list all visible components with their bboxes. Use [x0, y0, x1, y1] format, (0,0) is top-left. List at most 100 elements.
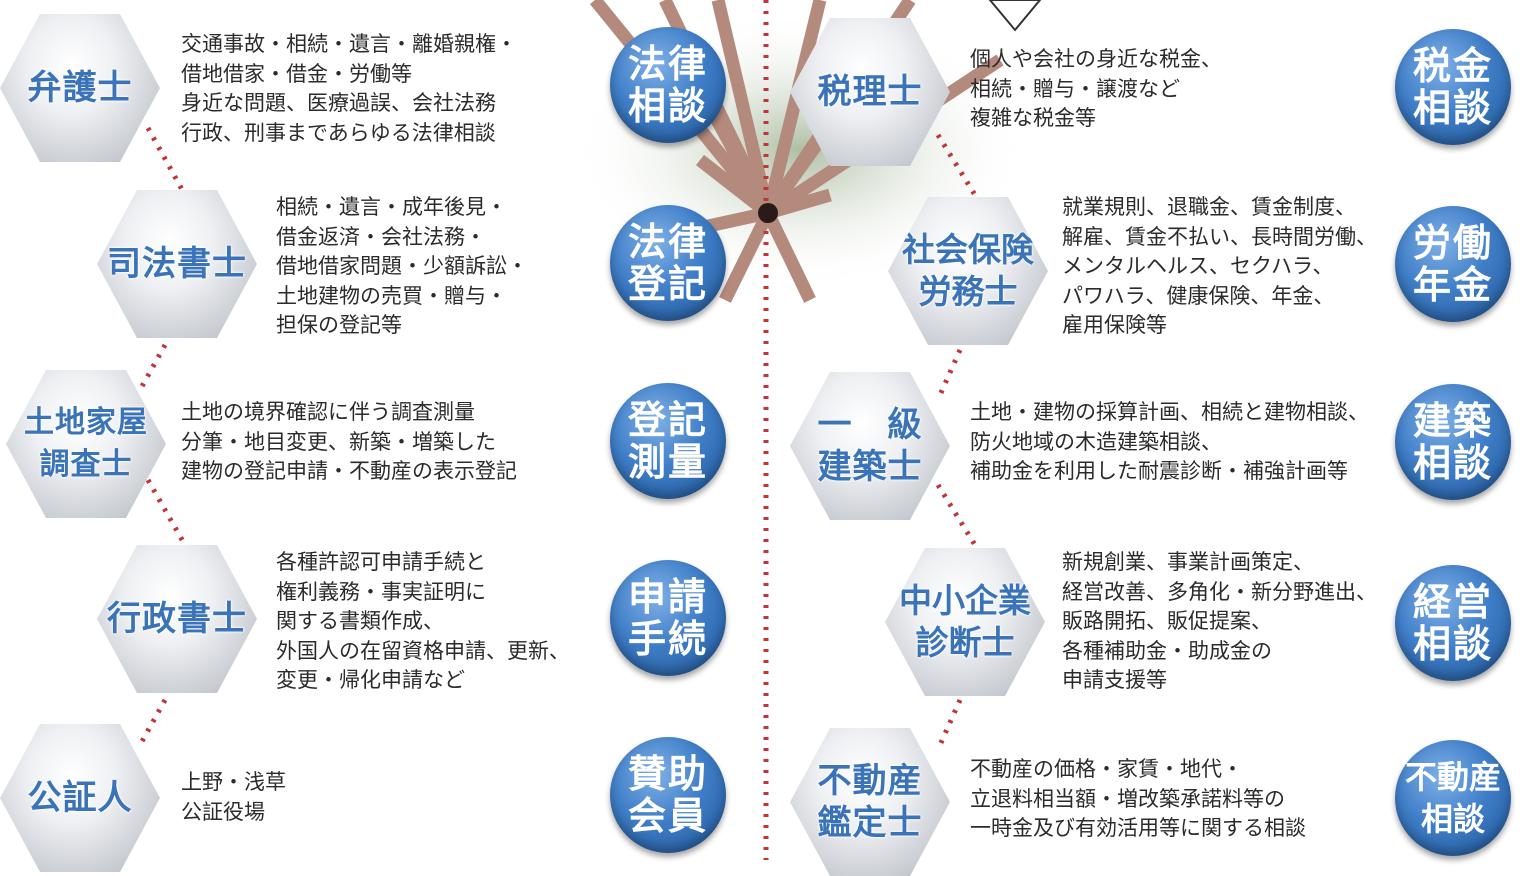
profession-description-sme-consultant: 新規創業、事業計画策定、 経営改善、多角化・新分野進出、 販路開拓、販促提案、 … — [1062, 548, 1377, 696]
profession-title: 弁護士 — [27, 68, 133, 108]
link-line — [935, 133, 978, 197]
description-line: 各種許認可申請手続と — [276, 550, 486, 574]
profession-title: 鑑定士 — [817, 803, 923, 843]
description-line: 相続・遺言・成年後見・ — [276, 195, 507, 219]
badge-line: 労働 — [1412, 221, 1493, 265]
profession-description-labor-consultant: 就業規則、退職金、賃金制度、 解雇、賃金不払い、長時間労働、 メンタルヘルス、セ… — [1062, 193, 1377, 341]
description-line: 複雑な税金等 — [970, 106, 1096, 130]
description-line: 各種補助金・助成金の — [1062, 638, 1272, 663]
top-paper-shape — [988, 0, 1042, 32]
description-line: メンタルヘルス、セクハラ、 — [1062, 254, 1334, 278]
description-line: 交通事故・相続・遺言・離婚親権・ — [181, 32, 517, 56]
profession-hex-sme-consultant: 中小企業 診断士 — [885, 548, 1045, 696]
consultation-badge-application: 申請 手続 — [610, 560, 726, 676]
left-links — [137, 126, 188, 747]
hub-ray — [719, 210, 774, 303]
description-line: 公証役場 — [181, 799, 265, 824]
badge-line: 会員 — [627, 794, 708, 838]
description-line: 申請支援等 — [1062, 668, 1167, 692]
profession-description-real-estate-appraiser: 不動産の価格・家賃・地代・ 立退料相当額・増改築承諾料等の 一時金及び有効活用等… — [970, 755, 1306, 844]
description-line: 就業規則、退職金、賃金制度、 — [1062, 195, 1356, 219]
profession-description-land-surveyor: 土地の境界確認に伴う調査測量 分筆・地目変更、新築・増築した 建物の登記申請・不… — [181, 398, 517, 487]
description-line: 土地・建物の採算計画、相続と建物相談、 — [970, 400, 1369, 424]
badge-line: 賛助 — [627, 752, 708, 796]
link-line — [937, 698, 963, 747]
profession-hex-labor-consultant: 社会保険 労務士 — [888, 197, 1048, 345]
description-line: 個人や会社の身近な税金、 — [970, 47, 1222, 71]
description-line: 補助金を利用した耐震診断・補強計画等 — [970, 459, 1348, 483]
description-line: 外国人の在留資格申請、更新、 — [276, 638, 570, 663]
description-line: 借金返済・会社法務・ — [276, 224, 486, 249]
hub-ray — [766, 188, 832, 220]
description-line: 販路開拓、販促提案、 — [1062, 609, 1272, 633]
badge-line: 登記 — [627, 262, 708, 306]
profession-title: 土地家屋 — [24, 405, 148, 440]
badge-line: 不動産 — [1404, 758, 1501, 796]
profession-description-lawyer: 交通事故・相続・遺言・離婚親権・ 借地借家・借金・労働等 身近な問題、医療過誤、… — [181, 30, 517, 148]
description-line: 身近な問題、医療過誤、会社法務 — [181, 91, 496, 115]
badge-line: 相談 — [1420, 800, 1485, 838]
description-line: 一時金及び有効活用等に関する相談 — [970, 816, 1306, 840]
badge-line: 建築 — [1412, 399, 1493, 443]
description-line: 不動産の価格・家賃・地代・ — [970, 757, 1243, 781]
description-line: 上野・浅草 — [181, 770, 286, 794]
description-line: 防火地域の木造建築相談、 — [970, 429, 1222, 454]
link-line — [937, 348, 963, 397]
profession-description-administrative-scrivener: 各種許認可申請手続と 権利義務・事実証明に 関する書類作成、 外国人の在留資格申… — [276, 548, 570, 696]
badge-line: 法律 — [627, 220, 708, 264]
description-line: 分筆・地目変更、新築・増築した — [181, 429, 496, 454]
description-line: 借地借家問題・少額訴訟・ — [276, 254, 528, 278]
profession-title: 税理士 — [817, 72, 923, 112]
profession-title: 不動産 — [817, 761, 923, 801]
badge-line: 相談 — [627, 84, 708, 128]
description-line: 担保の登記等 — [276, 313, 402, 337]
badge-line: 測量 — [627, 440, 708, 484]
badge-line: 年金 — [1412, 263, 1493, 307]
link-line — [145, 126, 188, 197]
hub-ray — [761, 0, 827, 215]
profession-title: 調査士 — [39, 447, 133, 482]
consultation-badge-registration: 法律 登記 — [610, 205, 726, 321]
hub-ray — [696, 154, 772, 219]
badge-line: 相談 — [1412, 86, 1493, 130]
hub-ray — [711, 0, 775, 215]
description-line: パワハラ、健康保険、年金、 — [1062, 283, 1335, 308]
description-line: 土地の境界確認に伴う調査測量 — [181, 400, 475, 424]
profession-hex-real-estate-appraiser: 不動産 鑑定士 — [790, 728, 950, 876]
badge-line: 相談 — [1412, 441, 1493, 485]
profession-description-tax-accountant: 個人や会社の身近な税金、 相続・贈与・譲渡など 複雑な税金等 — [970, 45, 1222, 134]
profession-title: 公証人 — [27, 778, 133, 818]
profession-title: 行政書士 — [107, 599, 247, 639]
consultation-badge-real-estate: 不動産 相談 — [1395, 740, 1511, 856]
profession-description-architect: 土地・建物の採算計画、相続と建物相談、 防火地域の木造建築相談、 補助金を利用し… — [970, 398, 1369, 487]
profession-hex-lawyer: 弁護士 — [0, 14, 160, 162]
profession-title: 中小企業 — [899, 581, 1031, 620]
profession-hex-architect: 一 級 建築士 — [790, 372, 950, 520]
consultation-badge-legal: 法律 相談 — [610, 27, 726, 143]
consultation-badge-survey: 登記 測量 — [610, 383, 726, 499]
description-line: 変更・帰化申請など — [276, 668, 465, 692]
badge-line: 手続 — [627, 617, 708, 661]
badge-line: 法律 — [627, 42, 708, 86]
description-line: 借地借家・借金・労働等 — [181, 61, 412, 86]
profession-title: 司法書士 — [107, 244, 247, 284]
badge-line: 相談 — [1412, 622, 1493, 666]
hub-ray — [762, 210, 816, 303]
profession-hex-notary: 公証人 — [0, 724, 160, 872]
link-line — [145, 478, 188, 547]
consultation-badge-labor-pension: 労働 年金 — [1395, 206, 1511, 322]
description-line: 行政、刑事まであらゆる法律相談 — [181, 120, 496, 145]
description-line: 雇用保険等 — [1062, 313, 1167, 337]
link-line — [137, 698, 168, 747]
badge-line: 税金 — [1412, 44, 1493, 88]
description-line: 新規創業、事業計画策定、 — [1062, 550, 1314, 574]
profession-title: 社会保険 — [902, 230, 1034, 269]
description-line: 相続・贈与・譲渡など — [970, 76, 1180, 101]
description-line: 権利義務・事実証明に — [276, 579, 486, 604]
badge-line: 申請 — [627, 575, 708, 619]
right-links — [935, 133, 978, 747]
description-line: 立退料相当額・増改築承諾料等の — [970, 786, 1285, 811]
consultation-badge-architecture: 建築 相談 — [1395, 384, 1511, 500]
consultation-badge-tax: 税金 相談 — [1395, 29, 1511, 145]
hub-ray — [762, 136, 826, 217]
